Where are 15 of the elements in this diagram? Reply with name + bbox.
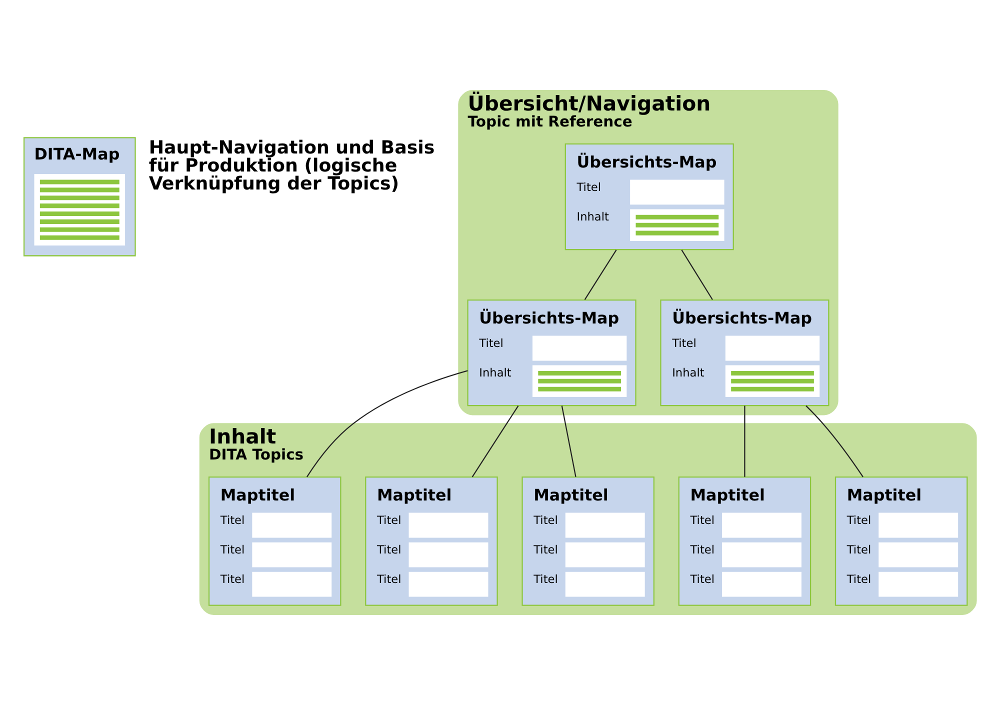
- node-box: Maptitel Titel Titel Titel: [522, 476, 654, 606]
- connector: [306, 370, 468, 478]
- node-box: Übersichts-Map Titel Inhalt: [564, 143, 734, 250]
- connector: [806, 405, 864, 478]
- node-box: Maptitel Titel Titel Titel: [834, 476, 968, 606]
- node-label: Haupt-Navigation und Basis für Produktion (logische Verknüpfung der Topics): [148, 137, 435, 195]
- node-box: Maptitel Titel Titel Titel: [208, 476, 342, 606]
- node-box: Übersichts-Map Titel Inhalt: [467, 299, 636, 406]
- node-box: Übersichts-Map Titel Inhalt: [660, 299, 830, 406]
- node-box: Maptitel Titel Titel Titel: [678, 476, 812, 606]
- connector: [472, 405, 519, 478]
- connector: [584, 250, 617, 300]
- connector: [744, 406, 746, 477]
- node-box: Maptitel Titel Titel Titel: [365, 476, 498, 606]
- connector: [681, 250, 713, 300]
